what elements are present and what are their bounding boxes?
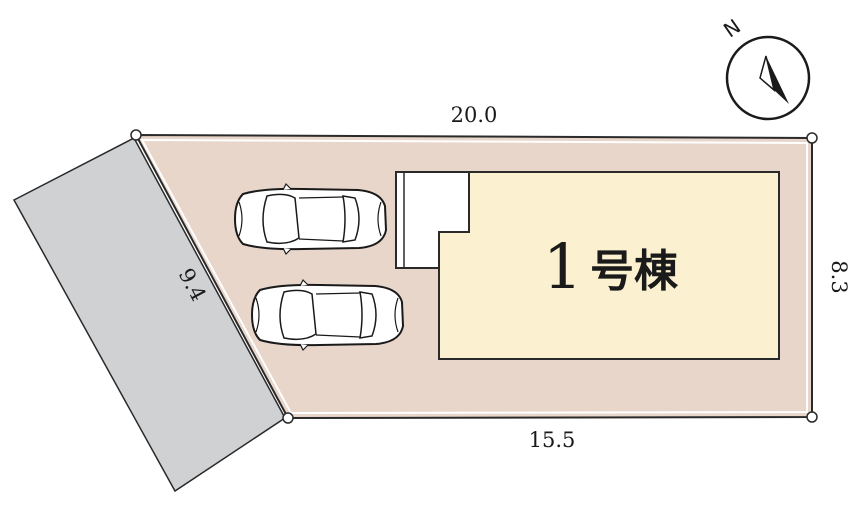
boundary-marker [806, 132, 818, 144]
building-porch [395, 171, 470, 269]
lot-boundary-inner [140, 138, 808, 415]
north-label: N [719, 14, 745, 42]
building-1: 1 号棟 [395, 171, 780, 360]
dimension-right: 8.3 [827, 260, 851, 293]
building-number: 1 [543, 230, 582, 303]
boundary-marker [282, 412, 294, 424]
boundary-marker [130, 129, 142, 141]
building-main [438, 171, 780, 360]
compass-icon: N [719, 14, 811, 121]
building-suffix: 号棟 [590, 246, 679, 297]
car-icon [250, 278, 405, 352]
car-icon [233, 182, 388, 256]
dimension-top: 20.0 [451, 103, 498, 127]
boundary-marker [806, 411, 818, 423]
dimension-bottom: 15.5 [529, 428, 576, 452]
